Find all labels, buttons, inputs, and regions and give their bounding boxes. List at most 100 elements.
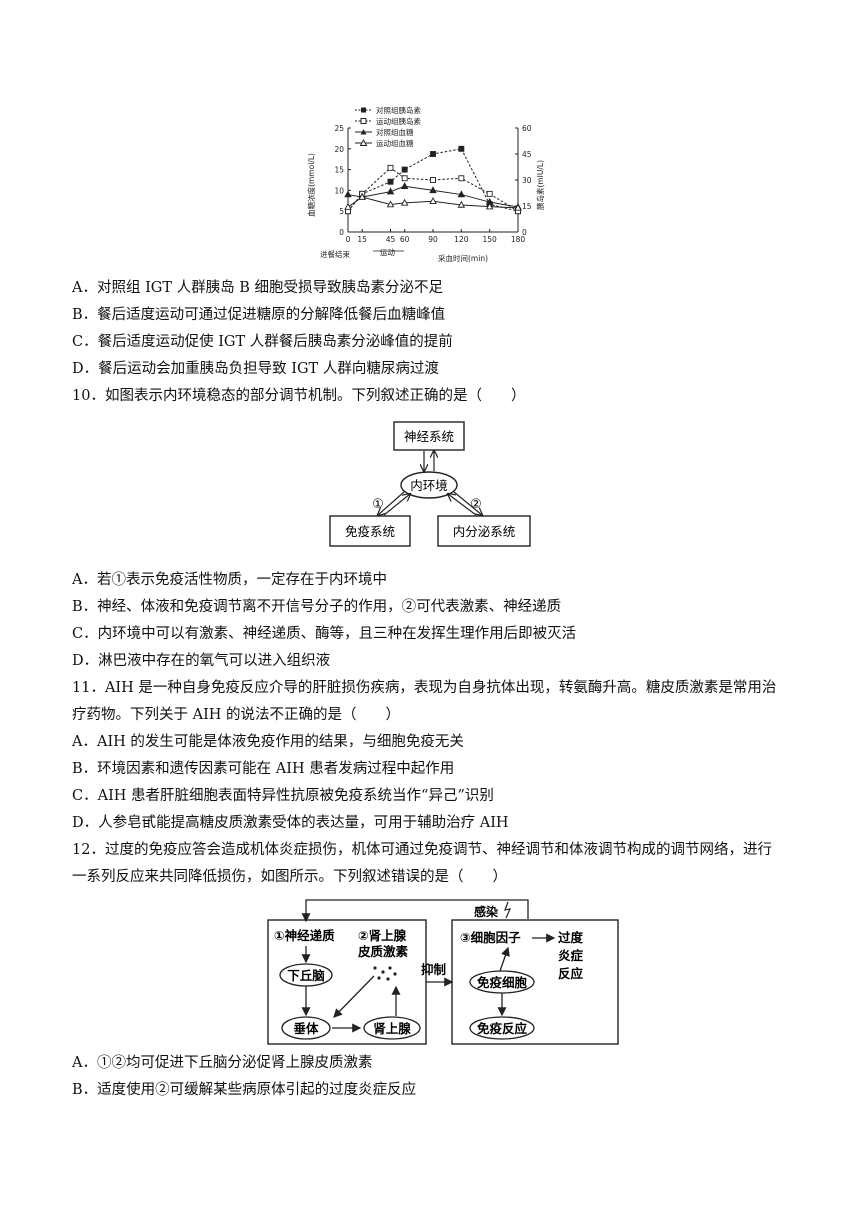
immune-cell-label: 免疫细胞 [477,975,528,990]
lightning-icon [504,901,512,919]
q11-option-d: D．人参皂甙能提高糖皮质激素受体的表达量，可用于辅助治疗 AIH [72,815,509,831]
immune-response-label: 免疫反应 [477,1021,528,1036]
pituitary-ellipse [281,1016,331,1040]
excess-label-3: 反应 [558,966,584,981]
mark-1: ① [372,497,384,512]
adrenal-ellipse [363,1016,421,1040]
nerve-system-label: 神经系统 [404,429,454,444]
q11-stem-line2: 疗药物。下列关于 AIH 的说法不正确的是（ ） [72,707,401,723]
x-tick-label: 180 [511,235,526,244]
endocrine-system-box [437,515,531,547]
q10-option-b: B．神经、体液和免疫调节离不开信号分子的作用，②可代表激素、神经递质 [72,599,562,615]
meal-end-annotation: 进餐结束 [320,249,350,259]
inhibit-label: 抑制 [421,962,446,977]
y-left-tick-label: 10 [334,186,344,195]
q9-option-d: D．餐后运动会加重胰岛负担导致 IGT 人群向糖尿病过渡 [72,361,439,377]
y-left-tick-label: 0 [339,228,344,237]
x-tick-label: 120 [454,235,469,244]
y-left-tick-label: 20 [334,145,344,154]
y-right-tick-label: 45 [522,150,532,159]
x-tick-label: 15 [357,235,367,244]
immune-box [451,919,619,1045]
immune-system-label: 免疫系统 [345,524,395,539]
series-line [347,167,519,212]
x-tick-label: 150 [483,235,498,244]
q12-option-b: B．适度使用②可缓解某些病原体引起的过度炎症反应 [72,1082,417,1098]
data-point [429,197,437,204]
q12-option-a: A．①②均可促进下丘脑分泌促肾上腺皮质激素 [72,1055,373,1071]
data-point [458,175,465,182]
y-right-label: 胰岛素(mIU/L) [535,160,545,210]
x-tick-label: 45 [386,235,396,244]
data-point [344,202,352,210]
q10-option-d: D．淋巴液中存在的氧气可以进入组织液 [72,653,331,669]
y-right-tick-label: 0 [522,228,527,237]
x-axis-label: 采血时间(min) [438,253,488,263]
data-point [386,187,395,195]
data-point [457,190,466,198]
pituitary-label: 垂体 [293,1021,319,1036]
q11-option-c: C．AIH 患者肝脏细胞表面特异性抗原被免疫系统当作“异己”识别 [72,788,494,804]
neurotransmitter-label: ①神经递质 [274,928,335,943]
exercise-annotation: 运动 [380,247,395,257]
regulation-network-diagram: 感染 ①神经递质 ②肾上腺 皮质激素 下丘脑 垂体 肾上腺 抑制 ③细胞因子 过… [267,899,619,1045]
cytokine-label: ③细胞因子 [460,930,521,945]
data-point [387,164,394,171]
endocrine-system-label: 内分泌系统 [453,524,516,539]
q10-option-c: C．内环境中可以有激素、神经递质、酶等，且三种在发挥生理作用后即被灭活 [72,626,577,642]
x-tick-label: 90 [428,235,438,244]
adrenal-hormone-label-1: ②肾上腺 [358,928,407,943]
data-point [429,186,437,194]
immune-system-box [329,515,411,547]
legend-item: 运动组胰岛素 [376,116,421,126]
legend-item: 对照组血糖 [376,127,414,137]
y-right-tick-label: 30 [522,176,532,185]
legend-item: 运动组血糖 [376,138,414,148]
data-point [401,175,408,182]
data-point [458,145,465,152]
hypothalamus-label: 下丘脑 [287,968,325,983]
data-point [400,198,409,206]
q12-stem-line1: 12．过度的免疫应答会造成机体炎症损伤，机体可通过免疫调节、神经调节和体液调节构… [72,842,772,858]
internal-environment-label: 内环境 [410,478,448,493]
y-left-label: 血糖浓度(mmol/L) [306,153,316,217]
y-left-tick-label: 25 [334,124,344,133]
q11-option-a: A．AIH 的发生可能是体液免疫作用的结果，与细胞免疫无关 [72,734,464,750]
data-point [387,178,394,185]
data-point [430,151,436,157]
mark-2: ② [470,497,482,512]
excess-label-2: 炎症 [558,948,584,963]
data-point [386,200,395,208]
series-line [347,185,519,208]
nerve-system-box [393,421,465,451]
data-point [400,182,409,189]
adrenal-label: 肾上腺 [373,1021,411,1036]
internal-environment-ellipse [400,471,458,499]
y-right-tick-label: 60 [522,124,532,133]
x-tick-label: 0 [346,235,351,244]
q12-stem-line2: 一系列反应来共同降低损伤，如图所示。下列叙述错误的是（ ） [72,869,507,885]
y-left-tick-label: 15 [334,166,344,175]
data-point [358,192,366,200]
q9-option-b: B．餐后适度运动可通过促进糖原的分解降低餐后血糖峰值 [72,307,446,323]
y-left-tick-label: 5 [339,207,344,216]
data-point [514,203,522,211]
y-right-tick-label: 15 [522,202,532,211]
q9-option-c: C．餐后适度运动促使 IGT 人群餐后胰岛素分泌峰值的提前 [72,334,453,350]
q9-option-a: A．对照组 IGT 人群胰岛 B 细胞受损导致胰岛素分泌不足 [72,280,444,296]
series-line [347,148,519,212]
chart-legend: 对照组胰岛素 运动组胰岛素 对照组血糖 运动组血糖 [355,105,421,148]
adrenal-hormone-label-2: 皮质激素 [357,944,409,959]
chart-series [344,145,522,215]
q11-option-b: B．环境因素和遗传因素可能在 AIH 患者发病过程中起作用 [72,761,455,777]
homeostasis-diagram: 神经系统 内环境 免疫系统 内分泌系统 ① ② [329,421,531,547]
glucose-insulin-chart: 对照组胰岛素 运动组胰岛素 对照组血糖 运动组血糖 0 5 10 15 20 25 0 15 3… [306,105,545,263]
excess-label-1: 过度 [558,930,584,945]
data-point [430,177,436,183]
data-point [486,190,493,197]
series-line [347,196,519,209]
q11-stem-line1: 11．AIH 是一种自身免疫反应介导的肝脏损伤疾病，表现为自身抗体出现，转氨酶升… [72,680,777,696]
q10-stem: 10．如图表示内环境稳态的部分调节机制。下列叙述正确的是（ ） [72,388,526,404]
data-point [344,190,352,198]
